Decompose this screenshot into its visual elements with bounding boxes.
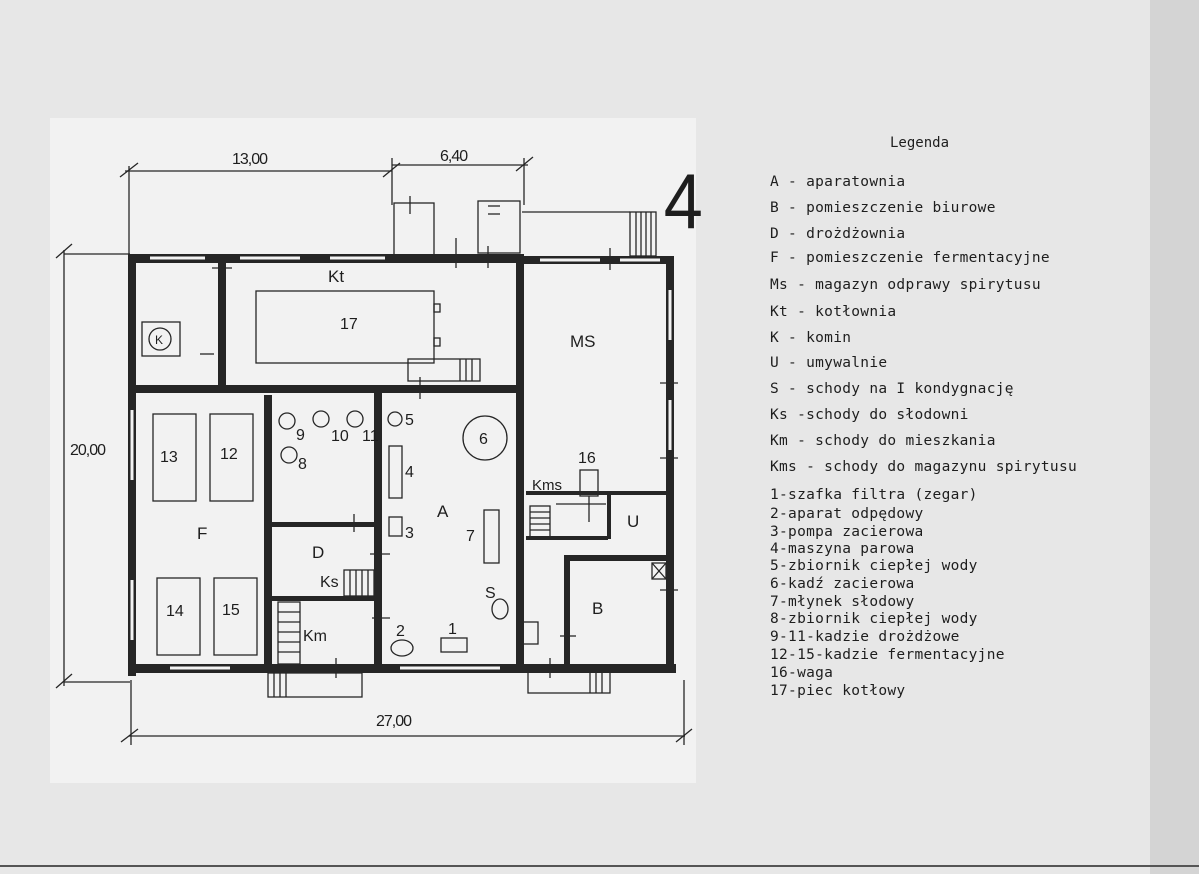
item-5-shape bbox=[387, 411, 403, 427]
b-corner-cross-2 bbox=[651, 562, 667, 580]
room-label-kt: Kt bbox=[328, 267, 344, 286]
room-label-a: A bbox=[437, 502, 449, 521]
room-label-ks: Ks bbox=[320, 574, 339, 591]
legend-item-5: 5-zbiornik ciepłej wody bbox=[770, 558, 978, 574]
dim-bottom: 27,00 bbox=[376, 713, 412, 730]
room-label-d: D bbox=[312, 543, 324, 562]
legend-item-2: 2-aparat odpędowy bbox=[770, 506, 924, 522]
north-marker: 4 bbox=[664, 158, 703, 245]
fermentation-tanks bbox=[152, 413, 258, 656]
legend-title: Legenda bbox=[890, 135, 950, 151]
boiler-stairs bbox=[407, 358, 481, 382]
room-label-b: B bbox=[592, 599, 603, 618]
item-label-7: 7 bbox=[466, 528, 475, 545]
item-label-1: 1 bbox=[448, 621, 457, 638]
legend-item-4: 4-maszyna parowa bbox=[770, 541, 915, 557]
bottom-left-stairs-treads bbox=[273, 673, 287, 697]
item-7-shape bbox=[483, 509, 500, 564]
item-label-11: 11 bbox=[362, 428, 379, 445]
legend-entry-b: B - pomieszczenie biurowe bbox=[770, 200, 996, 216]
legend-item-17: 17-piec kotłowy bbox=[770, 683, 906, 699]
legend-entry-d: D - drożdżownia bbox=[770, 226, 906, 242]
legend-item-8: 8-zbiornik ciepłej wody bbox=[770, 611, 978, 627]
item-2-shape bbox=[390, 639, 414, 657]
legend-item-7: 7-młynek słodowy bbox=[770, 594, 915, 610]
legend-item-9-11: 9-11-kadzie drożdżowe bbox=[770, 629, 960, 645]
legend-entry-f: F - pomieszczenie fermentacyjne bbox=[770, 250, 1050, 266]
boiler-stairs-treads bbox=[459, 359, 473, 381]
boiler-handle-bottom bbox=[433, 337, 441, 347]
km-stairs bbox=[277, 601, 301, 665]
b-corner-box bbox=[651, 562, 667, 580]
boiler-handle-top bbox=[433, 303, 441, 313]
chimney-box bbox=[141, 321, 181, 357]
item-label-13: 13 bbox=[160, 449, 178, 466]
item-label-5: 5 bbox=[405, 412, 414, 429]
legend-entry-u: U - umywalnie bbox=[770, 355, 888, 371]
item-label-14: 14 bbox=[166, 603, 184, 620]
item-label-6: 6 bbox=[479, 431, 488, 448]
plan-paper bbox=[50, 118, 696, 783]
legend-item-6: 6-kadź zacierowa bbox=[770, 576, 915, 592]
room-label-u: U bbox=[627, 512, 639, 531]
room-label-k: K bbox=[155, 333, 163, 347]
room-label-kms: Kms bbox=[532, 477, 562, 494]
dim-left: 20,00 bbox=[70, 442, 106, 459]
ks-stairs-treads bbox=[349, 570, 369, 596]
item-s-shape bbox=[491, 598, 509, 620]
item-label-3: 3 bbox=[405, 525, 414, 542]
kms-stairs-treads bbox=[530, 511, 550, 531]
item-label-12: 12 bbox=[220, 446, 238, 463]
room-label-f: F bbox=[197, 524, 207, 543]
item-3-shape bbox=[388, 516, 403, 537]
dimension-lines bbox=[55, 156, 693, 745]
legend-entry-km: Km - schody do mieszkania bbox=[770, 433, 996, 449]
item-label-2: 2 bbox=[396, 623, 405, 640]
legend-entry-ks: Ks -schody do słodowni bbox=[770, 407, 969, 423]
item-label-17: 17 bbox=[340, 316, 358, 333]
item-label-10: 10 bbox=[331, 428, 349, 445]
top-right-stairs bbox=[629, 211, 657, 257]
item-1-shape bbox=[440, 637, 468, 653]
item-label-8: 8 bbox=[298, 456, 307, 473]
legend-item-16: 16-waga bbox=[770, 665, 834, 681]
ks-stairs bbox=[343, 569, 375, 597]
item-label-4: 4 bbox=[405, 464, 414, 481]
km-stairs-treads bbox=[278, 611, 300, 653]
yeast-tanks bbox=[278, 410, 364, 464]
a-door-stairs bbox=[521, 621, 539, 645]
item-label-16: 16 bbox=[578, 450, 596, 467]
bottom-right-stairs-treads bbox=[589, 669, 603, 693]
bottom-right-stairs bbox=[527, 668, 611, 694]
top-annex bbox=[393, 196, 630, 268]
dim-top-left: 13,00 bbox=[232, 151, 268, 168]
room-label-ms: MS bbox=[570, 332, 596, 351]
item-label-9: 9 bbox=[296, 427, 305, 444]
legend-item-12-15: 12-15-kadzie fermentacyjne bbox=[770, 647, 1005, 663]
item-4-shape bbox=[388, 445, 403, 499]
legend-entry-kt: Kt - kotłownia bbox=[770, 304, 897, 320]
room-label-km: Km bbox=[303, 628, 327, 645]
item-label-15: 15 bbox=[222, 602, 240, 619]
item-6-shape bbox=[462, 415, 508, 461]
legend-entry-k: K - komin bbox=[770, 330, 852, 346]
dim-top-right: 6,40 bbox=[440, 148, 468, 165]
chimney-circle bbox=[148, 327, 172, 351]
legend-entry-s: S - schody na I kondygnację bbox=[770, 381, 1014, 397]
window-marks bbox=[130, 256, 672, 670]
scan-edge-shadow bbox=[1150, 0, 1199, 874]
kms-stairs bbox=[529, 505, 551, 539]
legend-item-3: 3-pompa zacierowa bbox=[770, 524, 924, 540]
legend-entry-ms: Ms - magazyn odprawy spirytusu bbox=[770, 277, 1041, 293]
legend-item-1: 1-szafka filtra (zegar) bbox=[770, 487, 978, 503]
legend-entry-kms: Kms - schody do magazynu spirytusu bbox=[770, 459, 1078, 475]
legend-entry-a: A - aparatownia bbox=[770, 174, 906, 190]
bottom-left-stairs bbox=[267, 672, 363, 698]
room-label-s: S bbox=[485, 585, 496, 602]
boiler-item-17-shape bbox=[255, 290, 435, 364]
interior-walls bbox=[130, 262, 670, 668]
